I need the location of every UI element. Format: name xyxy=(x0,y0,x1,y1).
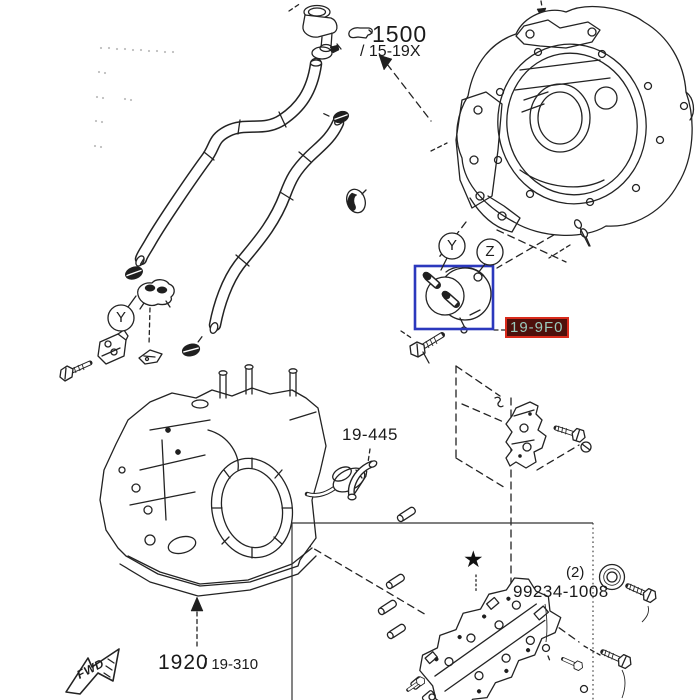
speckle-dots xyxy=(93,46,175,149)
part-label-1920-variant[interactable]: / 19-310 xyxy=(203,656,259,673)
bolt-right-of-bracket xyxy=(553,425,586,443)
lower-water-hose xyxy=(208,116,345,334)
callout-y-left-circle[interactable] xyxy=(107,295,137,332)
bolt-2-leader xyxy=(621,669,626,699)
upper-water-hose xyxy=(134,57,323,267)
bolt-below-cooler xyxy=(409,332,445,364)
callout-y-right[interactable]: Y xyxy=(446,237,457,254)
clip-pin xyxy=(573,219,591,247)
callout-y-right-circle[interactable] xyxy=(438,232,466,271)
fwd-arrow xyxy=(65,648,120,695)
grommet xyxy=(580,441,592,453)
part-label-1500-variant[interactable]: / 15-19X xyxy=(360,43,421,60)
selection-box[interactable] xyxy=(413,264,495,331)
hose-clamp-small xyxy=(323,110,349,124)
gasket-icon xyxy=(348,27,373,39)
sub-assembly-box xyxy=(291,522,594,700)
oil-cooler xyxy=(422,266,492,334)
callout-y-left[interactable]: Y xyxy=(115,309,126,326)
transmission-case xyxy=(99,364,327,597)
roller-pin xyxy=(377,599,397,616)
part-label-99234-1008[interactable]: 99234-1008 xyxy=(513,582,609,601)
part-label-19-9f0[interactable]: 19-9F0 xyxy=(505,317,569,338)
part-label-1920[interactable]: 1920 xyxy=(158,651,209,674)
bolt-right-1 xyxy=(625,583,657,604)
breather-pipe xyxy=(347,460,378,501)
bell-housing xyxy=(455,5,695,237)
callout-z-circle[interactable] xyxy=(476,238,504,274)
bolt-leader xyxy=(541,603,551,662)
hose-clamp-left-2 xyxy=(181,336,203,357)
corner-bracket xyxy=(138,349,163,365)
washer xyxy=(598,563,626,591)
thermostat-part xyxy=(137,279,175,310)
plug-ball xyxy=(579,684,589,694)
roller-pin xyxy=(386,623,406,640)
bolt-right-2 xyxy=(600,649,632,670)
roller-pin xyxy=(385,573,405,590)
part-qty-99234-1008: (2) xyxy=(566,564,585,581)
bolt-bottom-left xyxy=(406,676,426,692)
hose-clamp-upper xyxy=(311,43,342,60)
water-outlet-fitting xyxy=(302,4,338,53)
roller-pin xyxy=(396,506,416,523)
bolt-left xyxy=(59,360,93,382)
mount-bracket-right xyxy=(494,396,547,469)
bolt-small xyxy=(561,657,583,671)
part-label-19-445[interactable]: 19-445 xyxy=(342,425,398,444)
callout-z[interactable]: Z xyxy=(485,243,495,260)
star-marker: ★ xyxy=(463,546,484,572)
hose-clamp-left-1 xyxy=(125,258,145,280)
bolt-1-leader xyxy=(641,605,649,623)
plug-ball xyxy=(428,693,436,700)
part-label-1500[interactable]: 1500 xyxy=(372,21,428,47)
pipe-clip xyxy=(346,188,367,214)
mount-bracket-left xyxy=(97,329,129,365)
